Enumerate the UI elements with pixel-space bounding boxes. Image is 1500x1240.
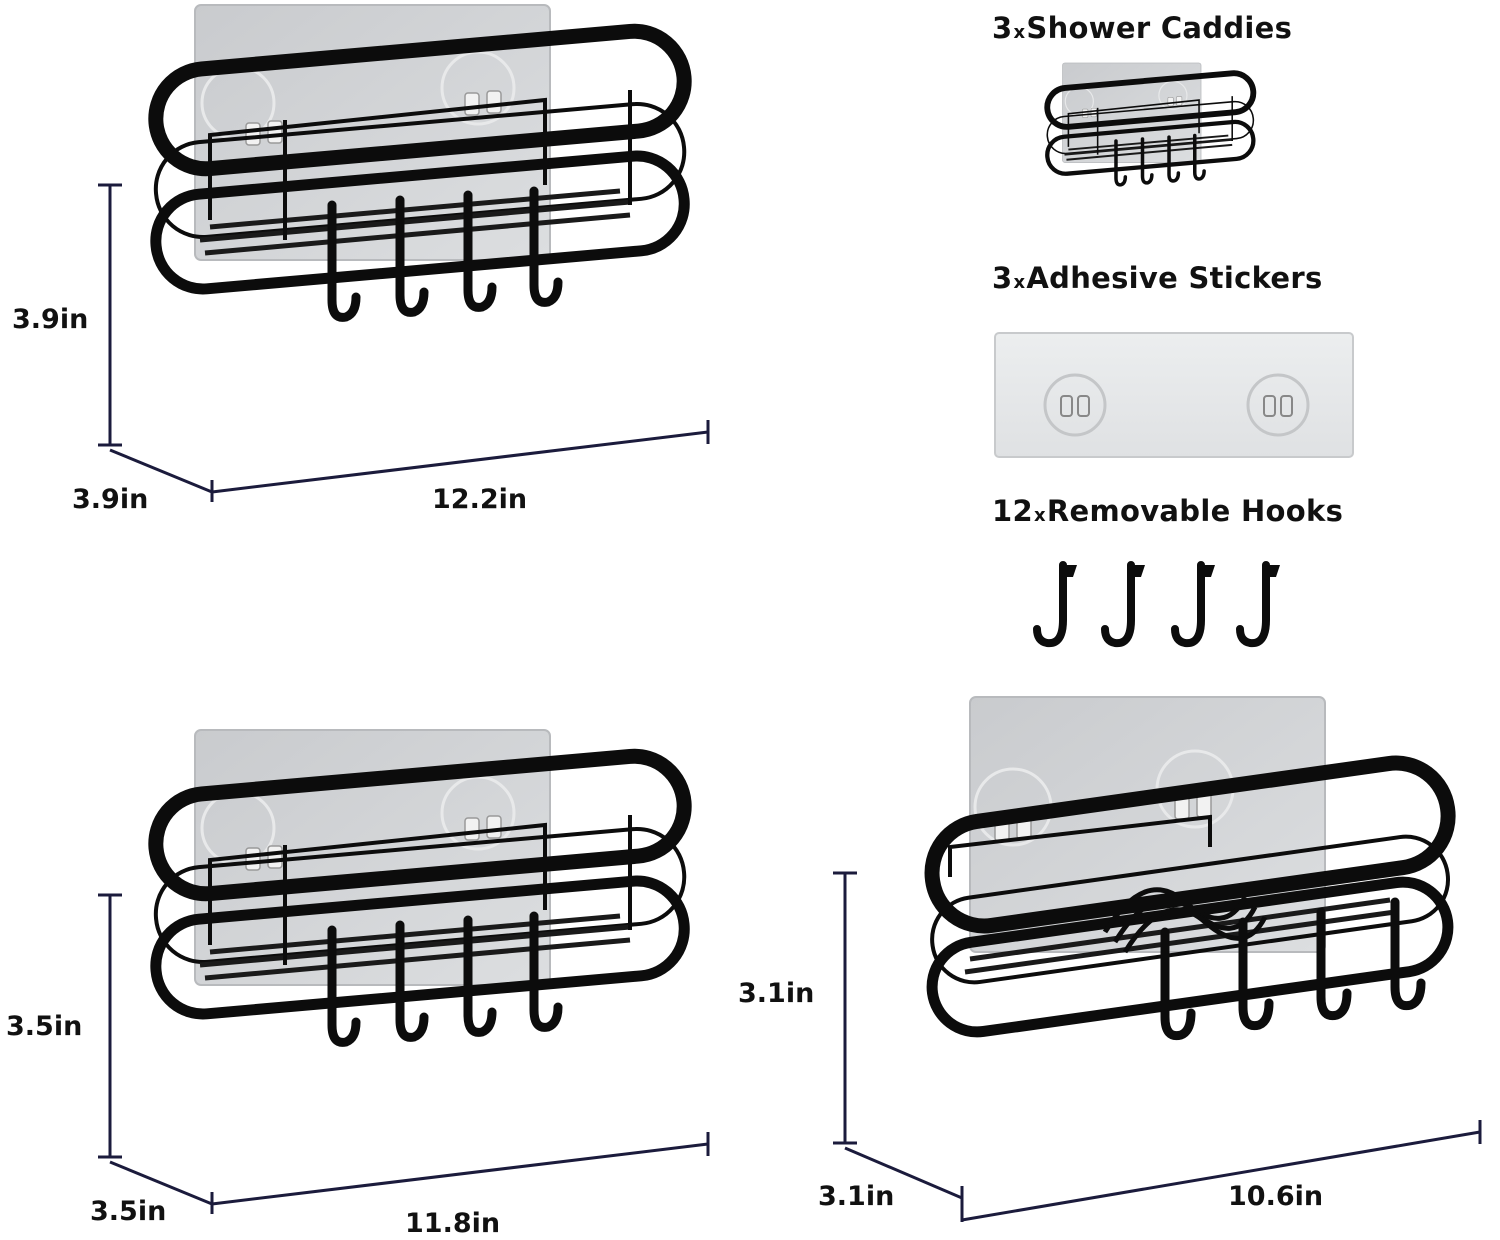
caddy-medium-height-label: 3.5in	[6, 1011, 83, 1042]
package-caddies-qty: 3	[992, 11, 1013, 45]
package-hooks-heading: 12xRemovable Hooks	[992, 497, 1343, 526]
caddy-large-height-label: 3.9in	[12, 304, 89, 335]
package-caddies-label: Shower Caddies	[1026, 11, 1293, 45]
caddy-medium-dimension-lines	[98, 893, 710, 1214]
package-caddy-thumbnail	[1046, 63, 1255, 185]
caddy-medium-illustration	[152, 730, 689, 1042]
package-stickers-label: Adhesive Stickers	[1026, 261, 1323, 295]
package-stickers-qty: 3	[992, 261, 1013, 295]
package-hooks-times: x	[1033, 505, 1046, 526]
caddy-medium-depth-label: 3.5in	[90, 1196, 167, 1227]
package-caddies-times: x	[1013, 22, 1026, 43]
package-stickers-times: x	[1013, 272, 1026, 293]
package-hooks-qty: 12	[992, 494, 1033, 528]
caddy-small-depth-label: 3.1in	[818, 1181, 895, 1212]
package-hooks-label: Removable Hooks	[1046, 494, 1344, 528]
caddy-small-illustration	[925, 697, 1455, 1038]
caddy-small-width-label: 10.6in	[1228, 1181, 1324, 1212]
package-sticker-illustration	[994, 332, 1354, 458]
caddy-large-dimension-lines	[98, 183, 710, 502]
caddy-small-dimension-lines	[833, 871, 1482, 1222]
package-hooks-illustration	[1037, 565, 1280, 643]
caddy-small-height-label: 3.1in	[738, 978, 815, 1009]
caddy-large-depth-label: 3.9in	[72, 484, 149, 515]
caddy-large-illustration	[152, 5, 689, 317]
caddy-large-width-label: 12.2in	[432, 484, 528, 515]
package-caddies-heading: 3xShower Caddies	[992, 14, 1292, 43]
package-stickers-heading: 3xAdhesive Stickers	[992, 264, 1323, 293]
caddy-medium-width-label: 11.8in	[405, 1208, 501, 1239]
